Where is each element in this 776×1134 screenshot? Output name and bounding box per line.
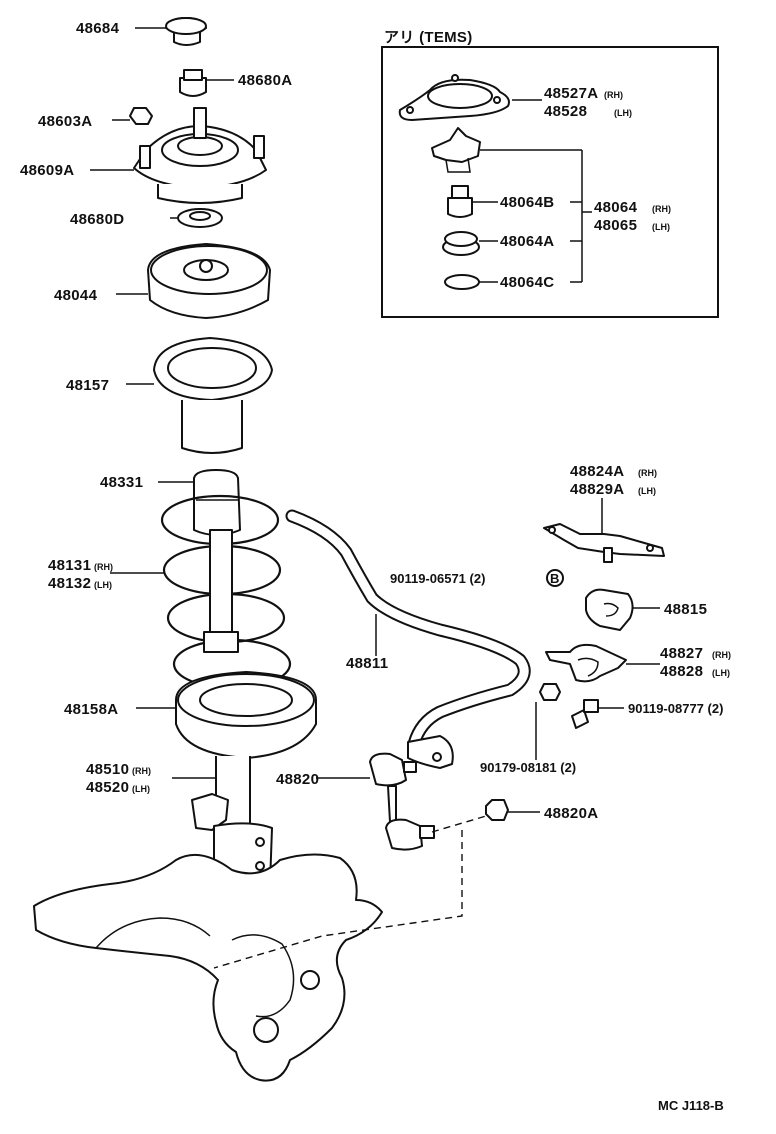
callout-48684: 48684 (76, 20, 120, 37)
callout-48064: 48064 (594, 199, 638, 216)
inset-title: アリ (TEMS) (384, 29, 473, 46)
callout-48827: 48827 (660, 645, 703, 662)
callout-48331: 48331 (100, 474, 143, 491)
steering-knuckle (33, 853, 383, 1082)
bolt-b: B (546, 569, 564, 587)
stabilizer-bolt (571, 699, 599, 729)
callout-48827-side: (RH) (712, 650, 731, 660)
callout-48680d: 48680D (70, 211, 124, 228)
callout-48520: 48520 (86, 779, 129, 796)
stabilizer-bracket-lower (545, 643, 627, 683)
callout-48510: 48510 (86, 761, 129, 778)
callout-48510-side: (RH) (132, 766, 151, 776)
callout-48158a: 48158A (64, 701, 118, 718)
lower-spring-insulator (175, 671, 317, 759)
spacer-washer (177, 208, 223, 228)
dust-cap (165, 17, 207, 46)
callout-48811: 48811 (346, 655, 388, 672)
assembly-guide-knuckle (213, 830, 463, 969)
callout-48157: 48157 (66, 377, 109, 394)
spring-insulator (153, 337, 273, 454)
stabilizer-bar (285, 509, 531, 769)
callout-48065-side: (LH) (652, 222, 670, 232)
cup-part (442, 231, 480, 256)
callout-48828-side: (LH) (712, 668, 730, 678)
mount-nut (179, 69, 207, 97)
callout-90119-08777: 90119-08777 (2) (628, 701, 723, 716)
callout-48132-side: (LH) (94, 580, 112, 590)
callout-48815: 48815 (664, 601, 707, 618)
callout-48829a: 48829A (570, 481, 624, 498)
callout-48527a-side: (RH) (604, 90, 623, 100)
callout-48828: 48828 (660, 663, 703, 680)
snap-ring (444, 274, 480, 290)
callout-48528: 48528 (544, 103, 587, 120)
callout-48824a: 48824A (570, 463, 624, 480)
link-nut (485, 799, 509, 821)
assembly-guide-link (431, 815, 487, 833)
upper-spring-seat (147, 243, 271, 319)
callout-48064a: 48064A (500, 233, 554, 250)
stabilizer-nut (539, 683, 561, 701)
callout-48527a: 48527A (544, 85, 598, 102)
bound-stopper (193, 469, 241, 536)
callout-48064b: 48064B (500, 194, 554, 211)
callout-48680a: 48680A (238, 72, 292, 89)
callout-48528-side: (LH) (614, 108, 632, 118)
callout-90119-06571: 90119-06571 (2) (390, 571, 485, 586)
stabilizer-bushing (585, 588, 634, 631)
tems-inset: アリ (TEMS) (381, 29, 719, 318)
shock-absorber-rod (203, 529, 239, 653)
callout-48829a-side: (LH) (638, 486, 656, 496)
callout-48603a: 48603A (38, 113, 92, 130)
bolt-b-mark: B (550, 571, 559, 586)
callout-90179-08181: 90179-08181 (2) (480, 760, 576, 775)
strut-mount (133, 107, 267, 204)
callout-48131: 48131 (48, 557, 91, 574)
callout-48820: 48820 (276, 771, 319, 788)
callout-48065: 48065 (594, 217, 637, 234)
upper-support-plate (398, 74, 510, 121)
stabilizer-bracket-upper (543, 523, 665, 563)
callout-48131-side: (RH) (94, 562, 113, 572)
callout-48824a-side: (RH) (638, 468, 657, 478)
callout-48520-side: (LH) (132, 784, 150, 794)
stabilizer-link (369, 752, 435, 851)
diagram-code: MC J118-B (658, 1098, 724, 1113)
strut-nut (129, 107, 153, 125)
callout-48064c: 48064C (500, 274, 554, 291)
callout-48609a: 48609A (20, 162, 74, 179)
callout-48820a: 48820A (544, 805, 598, 822)
bracket-piece (431, 127, 481, 173)
bump-stopper (447, 185, 473, 218)
callout-48132: 48132 (48, 575, 91, 592)
callout-48044: 48044 (54, 287, 98, 304)
callout-48064-side: (RH) (652, 204, 671, 214)
